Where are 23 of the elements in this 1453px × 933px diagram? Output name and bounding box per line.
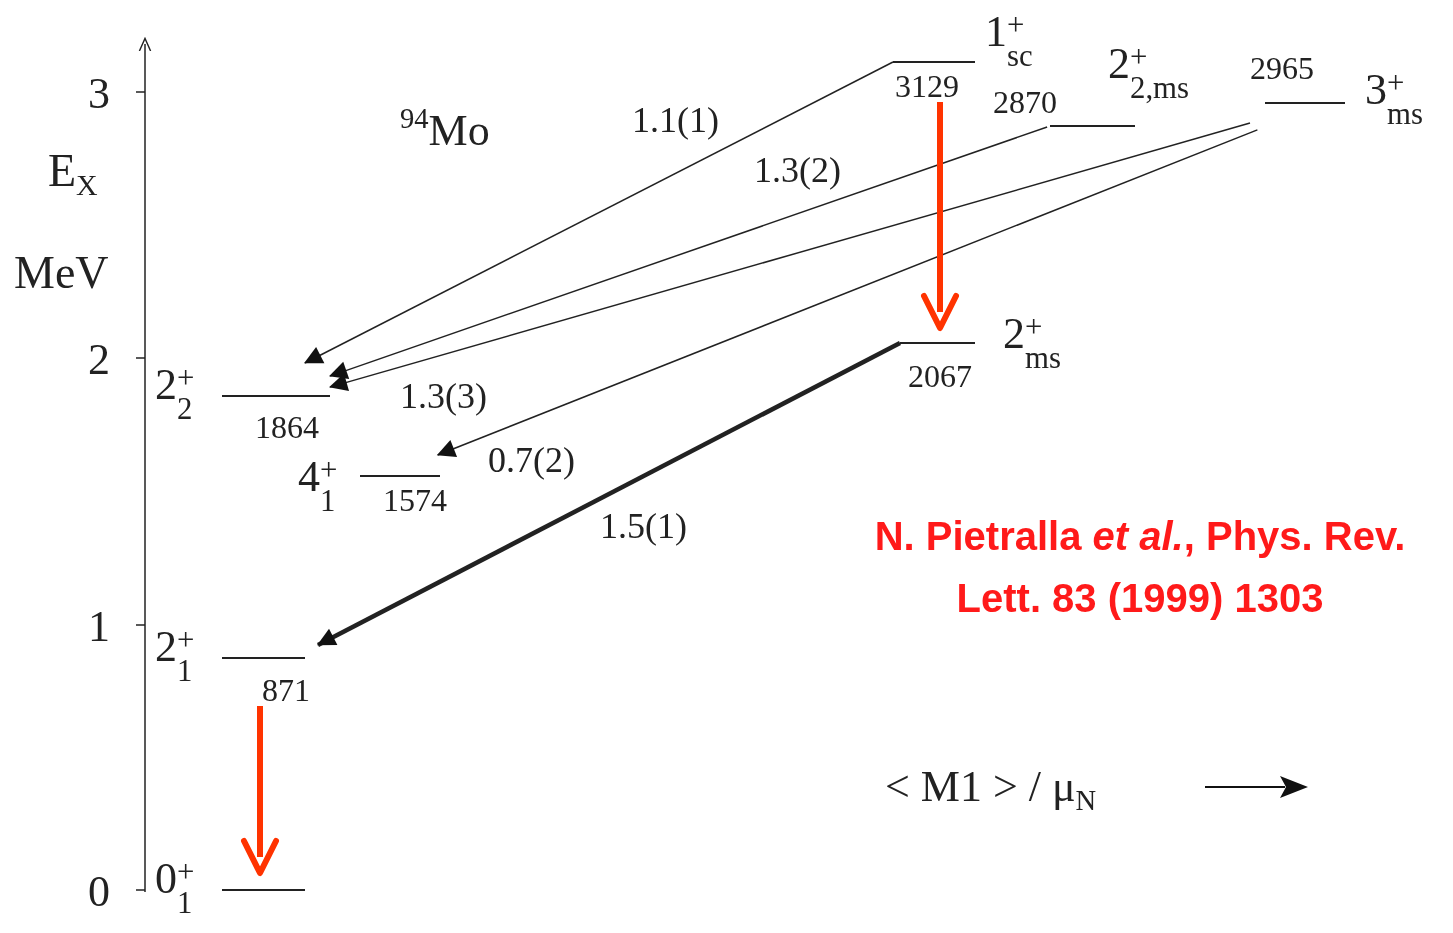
citation: N. Pietralla et al., Phys. Rev. Lett. 83 (1999) 1303 — [873, 513, 1407, 622]
energy-value: 871 — [262, 674, 310, 706]
axis-tick-label: 3 — [88, 72, 110, 116]
axis-tick-label: 0 — [88, 870, 110, 914]
energy-value: 2870 — [993, 86, 1057, 118]
nucleus-label: $^{94}$Mo — [400, 105, 490, 154]
axis-title: E$_{X}$ — [48, 148, 98, 200]
transition-arrow — [241, 706, 279, 876]
energy-value: 2965 — [1250, 52, 1314, 84]
transition-arrow — [304, 61, 894, 364]
transition-arrow — [316, 341, 902, 647]
energy-value: 2067 — [908, 360, 972, 392]
axis-tick-label: 1 — [88, 605, 110, 649]
axis-unit: MeV — [14, 250, 109, 296]
axis-tick-label: 2 — [88, 338, 110, 382]
axis-label: < M1 > / μ$_{N}$ — [885, 765, 1097, 816]
energy-value: 1864 — [255, 411, 319, 443]
transition-arrow — [329, 126, 1048, 379]
energy-value: 1574 — [383, 484, 447, 516]
transition-arrow — [329, 122, 1251, 391]
transition-arrow — [921, 102, 959, 331]
transition-arrow — [436, 129, 1259, 457]
energy-value: 3129 — [895, 70, 959, 102]
